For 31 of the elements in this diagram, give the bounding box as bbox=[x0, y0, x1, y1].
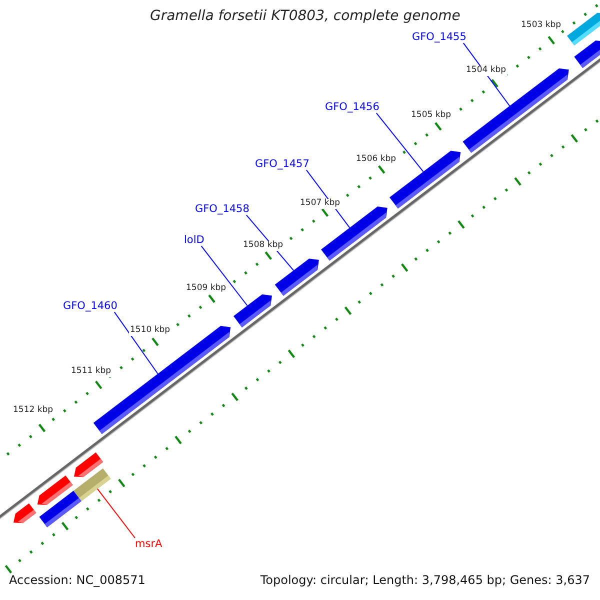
scale-label: 1511 kbp bbox=[70, 367, 112, 377]
gene-label: GFO_1455 bbox=[412, 31, 466, 44]
gene-label: GFO_1458 bbox=[195, 203, 250, 216]
footer-text: Topology: circular; Length: 3,798,465 bp; Genes: 3,637 bbox=[260, 574, 590, 588]
gene-block bbox=[274, 258, 319, 296]
scale-label: 1512 kbp bbox=[12, 406, 54, 416]
gene-block bbox=[13, 503, 36, 524]
scale-label: 1506 kbp bbox=[355, 155, 398, 165]
diagram-title: Gramella forsetii KT0803, complete genome bbox=[150, 8, 460, 24]
footer-text: Accession: NC_008571 bbox=[9, 574, 146, 588]
gene-block bbox=[233, 294, 272, 328]
gene-label: GFO_1456 bbox=[325, 101, 380, 114]
gene-label: lolD bbox=[184, 234, 204, 246]
scale-label: 1507 kbp bbox=[299, 199, 342, 209]
scale-label: 1508 kbp bbox=[242, 241, 284, 251]
gene-label: GFO_1457 bbox=[255, 158, 310, 170]
scale-label: 1510 kbp bbox=[129, 326, 172, 336]
gene-block bbox=[574, 40, 600, 68]
gene-block bbox=[39, 490, 82, 528]
gene-block bbox=[73, 468, 111, 502]
leader-line bbox=[114, 312, 158, 374]
gene-label: msrA bbox=[135, 538, 162, 550]
leader-line bbox=[376, 112, 424, 172]
gene-block bbox=[321, 206, 388, 261]
scale-label: 1509 kbp bbox=[185, 284, 228, 294]
scale-label: 1503 kbp bbox=[520, 21, 562, 31]
leader-line bbox=[200, 246, 248, 306]
scale-label: 1505 kbp bbox=[410, 111, 452, 121]
scale-label: 1504 kbp bbox=[465, 66, 508, 76]
gene-label: GFO_1460 bbox=[63, 300, 118, 312]
gene-block bbox=[567, 12, 600, 46]
